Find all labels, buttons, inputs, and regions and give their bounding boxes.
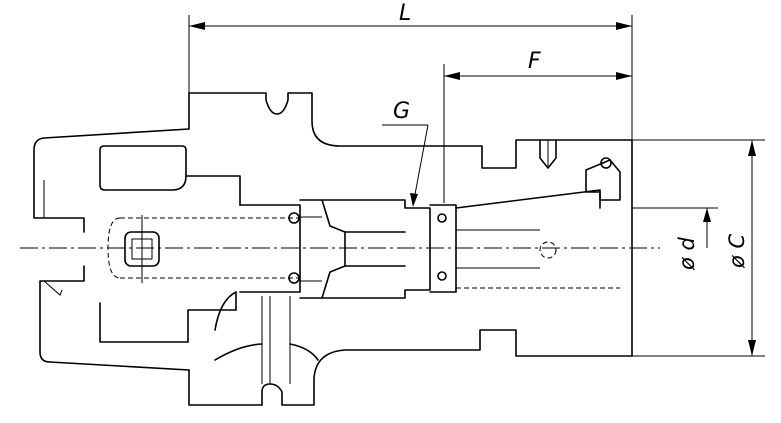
dimension-F: F (443, 49, 632, 203)
dimension-C: ø C (632, 139, 765, 357)
dimension-L-label: L (399, 1, 411, 26)
dimension-L: L (188, 1, 633, 140)
dimension-G-label: G (393, 99, 410, 124)
bore-details (107, 139, 621, 384)
holder-body (33, 92, 633, 406)
dimension-G: G (382, 99, 429, 207)
dimension-C-label: ø C (725, 233, 749, 269)
dimension-d: ø d (632, 207, 718, 271)
dimension-d-label: ø d (675, 236, 699, 271)
dimension-F-label: F (528, 49, 541, 74)
